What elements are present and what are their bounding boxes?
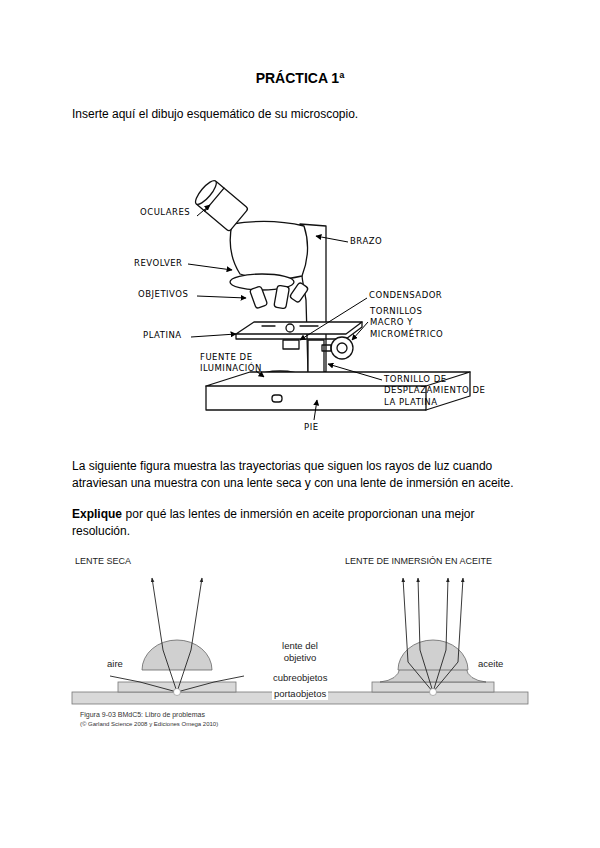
part-label: PIE (304, 422, 334, 433)
part-label: OBJETIVOS (138, 289, 200, 300)
figure-label: aire (107, 658, 147, 670)
instruction-text: Inserte aquí el dibujo esquemático de su… (72, 107, 532, 122)
part-label: REVOLVER (134, 258, 190, 269)
figure-heading: LENTE SECA (75, 556, 225, 567)
part-label: BRAZO (350, 236, 400, 247)
figure-credit: Figura 9-03 BMdC5: Libro de problemas (80, 711, 380, 720)
figure-heading: LENTE DE INMERSIÓN EN ACEITE (345, 556, 545, 567)
part-label: OCULARES (140, 207, 200, 218)
part-label: CONDENSADOR (369, 290, 453, 301)
question-paragraph: Expliquepor qué las lentes de inmersión … (72, 506, 532, 540)
figure-label: cubreobjetos (271, 672, 329, 684)
optics-figure (72, 578, 528, 704)
figure-label: portaobjetos (272, 688, 328, 700)
figure-label: aceite (478, 658, 528, 670)
part-label: FUENTE DE ILUMINACIÓN (200, 352, 260, 375)
page-title: PRÁCTICA 1ª (256, 70, 345, 88)
figure-label: lente del objetivo (268, 640, 332, 664)
emphasis-word: Explique (72, 507, 122, 521)
body-paragraph: La siguiente figura muestra las trayecto… (72, 458, 532, 492)
figure-credit: (© Garland Science 2008 y Ediciones Omeg… (80, 721, 380, 729)
part-label: PLATINA (143, 330, 191, 341)
sentence-text: por qué las lentes de inmersión en aceit… (72, 507, 475, 538)
part-label: TORNILLOS MACRO Y MICROMÉTRICO (370, 306, 448, 340)
part-label: TORNILLO DE DESPLAZAMIENTO DE LA PLATINA (384, 374, 492, 408)
